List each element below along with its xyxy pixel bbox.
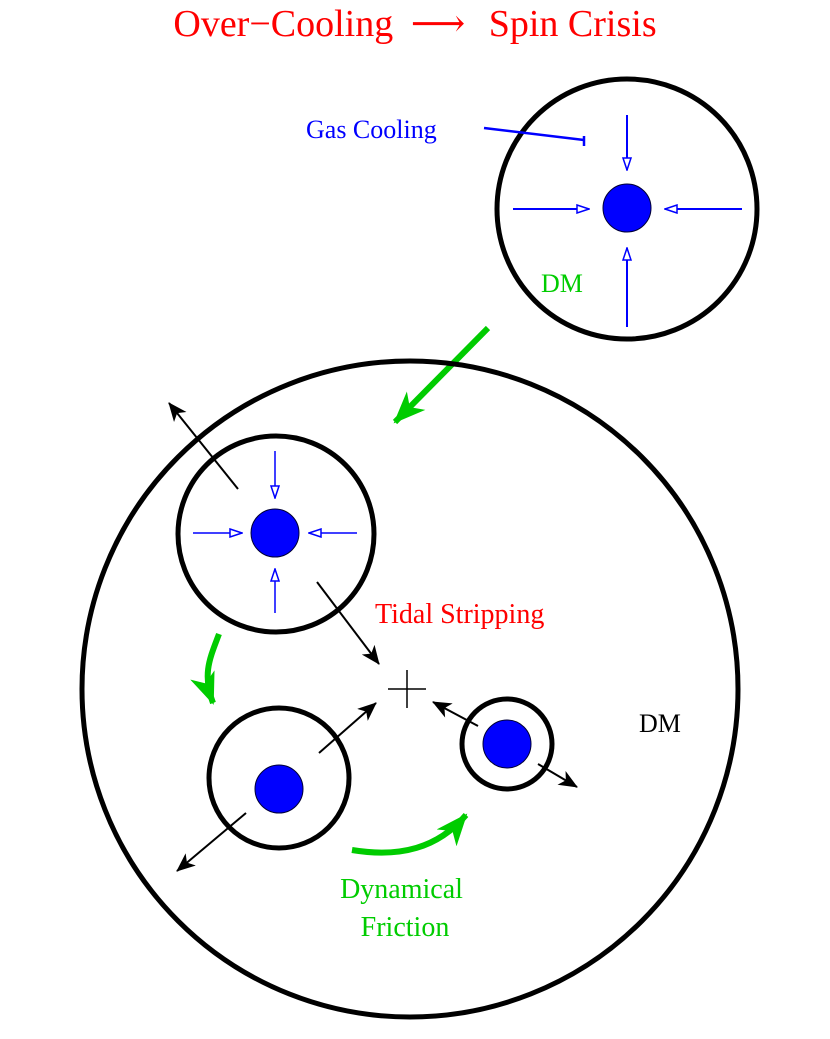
isolated-gas-core (602, 183, 652, 233)
sat3-tidal-arrow-out (537, 763, 578, 788)
title-over-cooling: Over−Cooling (173, 3, 393, 45)
infall-arrow (392, 325, 491, 425)
satellite-halo-1 (175, 433, 377, 635)
tidal-stripping-label: Tidal Stripping (375, 599, 544, 630)
sat2-tidal-arrow-out (176, 812, 247, 872)
orbit-arrow-1 (190, 632, 222, 705)
orbit-arrow-2 (351, 813, 469, 856)
satellite-gas-core-2 (254, 764, 304, 814)
title-spin-crisis: Spin Crisis (489, 3, 657, 45)
title-arrow: ⟶ (411, 3, 465, 45)
dm-label-host-halo: DM (639, 709, 681, 738)
dm-label-small-halo: DM (541, 269, 583, 298)
sat1-tidal-arrow-in (316, 581, 380, 665)
satellite-halo-2 (206, 705, 352, 851)
gas-cooling-pointer (483, 126, 585, 142)
dynamical-friction-line-2: Friction (361, 912, 450, 943)
sat3-tidal-arrow-in (432, 701, 479, 727)
satellite-gas-core-1 (250, 508, 300, 558)
sat1-tidal-arrow-out (168, 402, 239, 490)
satellite-gas-core-3 (482, 719, 532, 769)
diagram-title: Over−Cooling ⟶ Spin Crisis (173, 3, 656, 45)
host-halo (79, 358, 741, 1020)
dynamical-friction-label: Dynamical Friction (340, 874, 470, 943)
dynamical-friction-line-1: Dynamical (340, 874, 463, 905)
sat2-tidal-arrow-in (318, 702, 377, 754)
satellite-halo-3 (459, 696, 555, 792)
isolated-halo (494, 76, 760, 342)
gas-cooling-label: Gas Cooling (306, 115, 437, 144)
